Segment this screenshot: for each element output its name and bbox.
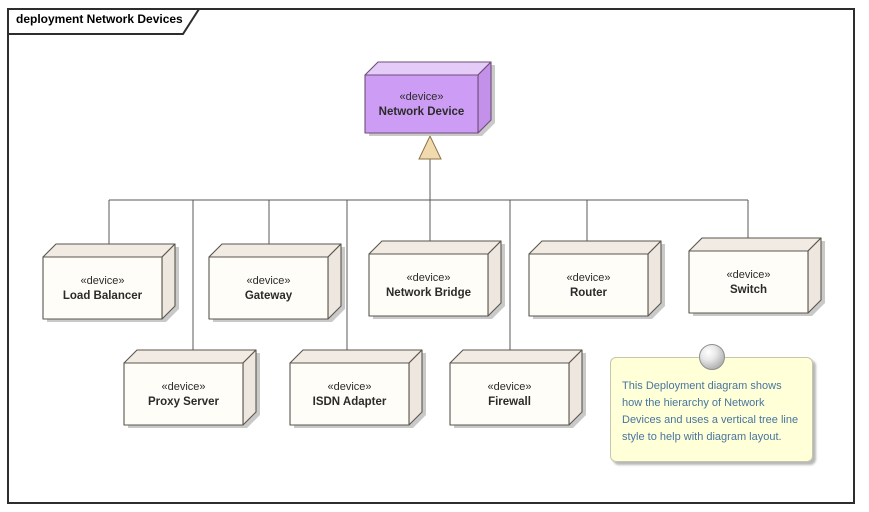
node-name: ISDN Adapter <box>312 395 387 408</box>
node-labels: «device» Gateway <box>209 257 328 319</box>
device-node-load-balancer[interactable]: «device» Load Balancer <box>42 243 182 325</box>
node-labels: «device» Network Bridge <box>369 254 488 316</box>
node-3d-box-shape <box>289 349 426 428</box>
node-name: Gateway <box>244 289 293 302</box>
node-stereotype: «device» <box>399 90 444 103</box>
note-pin-icon <box>698 344 725 370</box>
node-3d-box-shape <box>368 240 505 319</box>
node-labels: «device» Router <box>529 254 648 316</box>
node-name: Router <box>569 286 608 299</box>
device-node-isdn-adapter[interactable]: «device» ISDN Adapter <box>289 349 429 431</box>
frame-tab-shape <box>7 8 201 35</box>
device-node-proxy-server[interactable]: «device» Proxy Server <box>123 349 263 431</box>
node-3d-box-shape <box>688 237 825 316</box>
device-node-gateway[interactable]: «device» Gateway <box>208 243 348 325</box>
diagram-frame <box>7 8 855 504</box>
device-node-network-device[interactable]: «device» Network Device <box>364 61 504 143</box>
device-node-firewall[interactable]: «device» Firewall <box>449 349 589 431</box>
note-text-line: how the hierarchy of Network <box>622 397 765 409</box>
node-name: Proxy Server <box>148 395 219 408</box>
device-node-router[interactable]: «device» Router <box>528 240 668 322</box>
node-stereotype: «device» <box>80 274 125 287</box>
node-name: Switch <box>729 283 768 296</box>
node-labels: «device» Switch <box>689 251 808 313</box>
node-name: Network Bridge <box>386 286 471 299</box>
node-3d-box-shape <box>364 61 495 136</box>
node-name: Network Device <box>378 105 465 118</box>
note-text-line: This Deployment diagram shows <box>622 380 782 392</box>
node-name: Load Balancer <box>62 289 143 302</box>
node-labels: «device» Firewall <box>450 363 569 425</box>
node-stereotype: «device» <box>161 380 206 393</box>
frame-title-tab: deployment Network Devices <box>7 8 207 36</box>
node-3d-box-shape <box>123 349 260 428</box>
node-3d-box-shape <box>208 243 345 322</box>
generalization-arrowhead-icon <box>418 134 442 160</box>
node-stereotype: «device» <box>566 271 611 284</box>
frame-title: deployment Network Devices <box>16 12 183 26</box>
node-stereotype: «device» <box>726 268 771 281</box>
node-stereotype: «device» <box>327 380 372 393</box>
device-node-switch[interactable]: «device» Switch <box>688 237 828 319</box>
diagram-note[interactable]: This Deployment diagram shows how the hi… <box>610 344 813 462</box>
node-labels: «device» Network Device <box>365 75 478 133</box>
node-3d-box-shape <box>449 349 586 428</box>
node-labels: «device» Proxy Server <box>124 363 243 425</box>
node-3d-box-shape <box>528 240 665 319</box>
node-labels: «device» ISDN Adapter <box>290 363 409 425</box>
node-stereotype: «device» <box>406 271 451 284</box>
node-stereotype: «device» <box>246 274 291 287</box>
node-name: Firewall <box>488 395 531 408</box>
node-labels: «device» Load Balancer <box>43 257 162 319</box>
node-3d-box-shape <box>42 243 179 322</box>
device-node-network-bridge[interactable]: «device» Network Bridge <box>368 240 508 322</box>
note-text-line: Devices and uses a vertical tree line <box>622 414 799 426</box>
note-text-line: style to help with diagram layout. <box>622 431 782 443</box>
node-stereotype: «device» <box>487 380 532 393</box>
